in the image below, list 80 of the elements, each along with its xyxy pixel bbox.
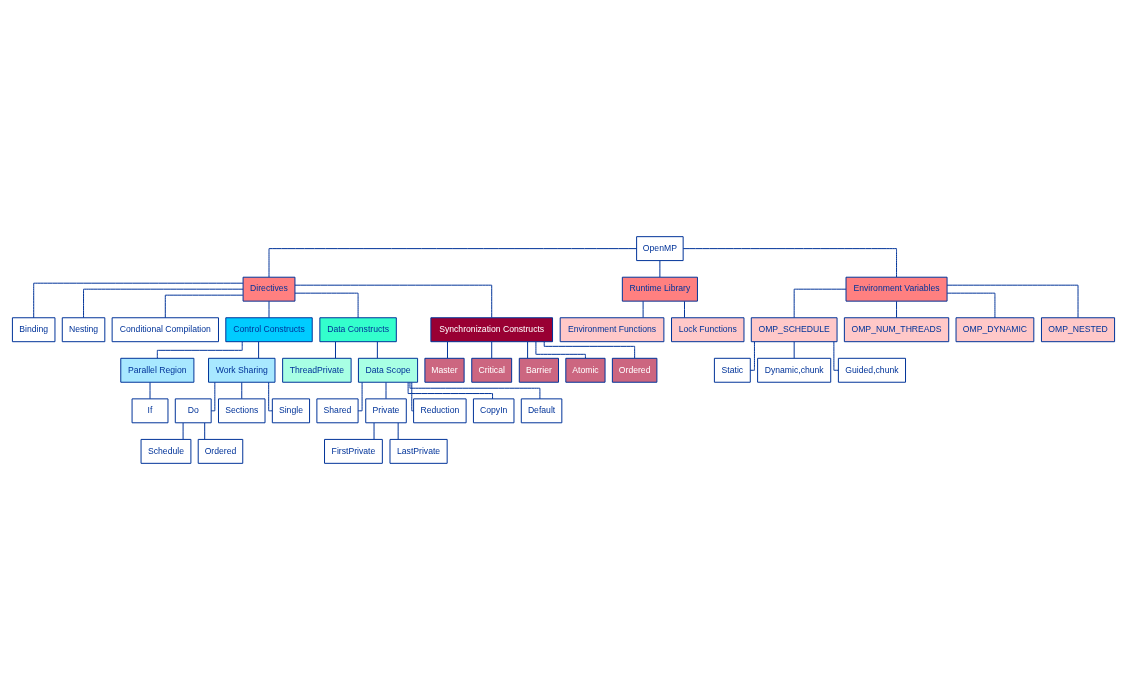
node-box: Dynamic,chunk <box>757 357 832 383</box>
connector <box>397 422 399 440</box>
node-box: ThreadPrivate <box>282 357 352 383</box>
node-box: Environment Functions <box>559 317 665 343</box>
connector <box>258 341 260 359</box>
connector <box>149 381 151 400</box>
connector <box>409 381 541 400</box>
node-box: Synchronization Constructs <box>430 317 554 343</box>
node-box: Static <box>713 357 751 383</box>
node-box: OMP_NESTED <box>1040 317 1116 343</box>
node-box: Data Constructs <box>319 317 397 343</box>
connector <box>491 341 493 359</box>
node-box: OMP_NUM_THREADS <box>843 317 950 343</box>
connector <box>385 381 387 400</box>
connector <box>682 248 898 278</box>
connector <box>793 341 795 359</box>
connector <box>447 341 448 359</box>
connector <box>83 288 244 319</box>
node-box: Runtime Library <box>621 276 698 302</box>
node-box: OpenMP <box>636 236 684 262</box>
connector <box>182 422 184 440</box>
node-box: Private <box>365 398 407 424</box>
connector <box>210 381 216 412</box>
node-box: Default <box>520 398 563 424</box>
connector <box>407 381 494 400</box>
node-box: If <box>131 398 169 424</box>
node-box: Guided,chunk <box>837 357 906 383</box>
node-box: Parallel Region <box>120 357 195 383</box>
connector <box>659 260 661 278</box>
connector <box>373 422 375 440</box>
connector <box>357 381 363 412</box>
node-box: Nesting <box>61 317 106 343</box>
connector <box>33 282 244 319</box>
node-box: Lock Functions <box>671 317 745 343</box>
connector <box>946 292 996 319</box>
connector <box>204 422 206 440</box>
node-box: Sections <box>218 398 266 424</box>
connector <box>294 292 359 319</box>
node-box: Atomic <box>565 357 606 383</box>
node-box: OMP_DYNAMIC <box>955 317 1035 343</box>
node-box: Binding <box>11 317 56 343</box>
node-box: Shared <box>316 398 359 424</box>
connector <box>156 341 243 359</box>
connector <box>833 341 839 371</box>
connector <box>411 381 414 412</box>
node-box: Single <box>271 398 311 424</box>
connector <box>294 284 493 319</box>
node-box: FirstPrivate <box>324 438 383 464</box>
connector <box>376 341 378 359</box>
node-box: CopyIn <box>472 398 515 424</box>
node-box: Barrier <box>518 357 559 383</box>
connector <box>946 284 1079 319</box>
node-box: Do <box>174 398 212 424</box>
node-box: Ordered <box>611 357 658 383</box>
connector <box>268 381 273 412</box>
connector <box>164 294 244 319</box>
node-box: Data Scope <box>357 357 419 383</box>
node-box: Directives <box>242 276 296 302</box>
connector <box>527 341 529 359</box>
connector <box>241 381 243 400</box>
node-box: Master <box>424 357 465 383</box>
node-box: LastPrivate <box>389 438 448 464</box>
connector <box>268 300 270 319</box>
node-box: Reduction <box>413 398 467 424</box>
connector <box>749 341 755 371</box>
node-box: Schedule <box>140 438 192 464</box>
connector <box>684 300 685 319</box>
node-box: Critical <box>471 357 513 383</box>
connector <box>535 341 586 359</box>
connector <box>642 300 644 319</box>
node-box: Environment Variables <box>845 276 948 302</box>
connector <box>896 300 898 319</box>
node-box: Control Constructs <box>225 317 313 343</box>
connector <box>793 288 847 319</box>
node-box: Ordered <box>197 438 244 464</box>
node-box: Conditional Compilation <box>111 317 219 343</box>
node-box: Work Sharing <box>208 357 276 383</box>
connector <box>335 341 336 359</box>
connector <box>268 248 638 278</box>
node-box: OMP_SCHEDULE <box>750 317 838 343</box>
